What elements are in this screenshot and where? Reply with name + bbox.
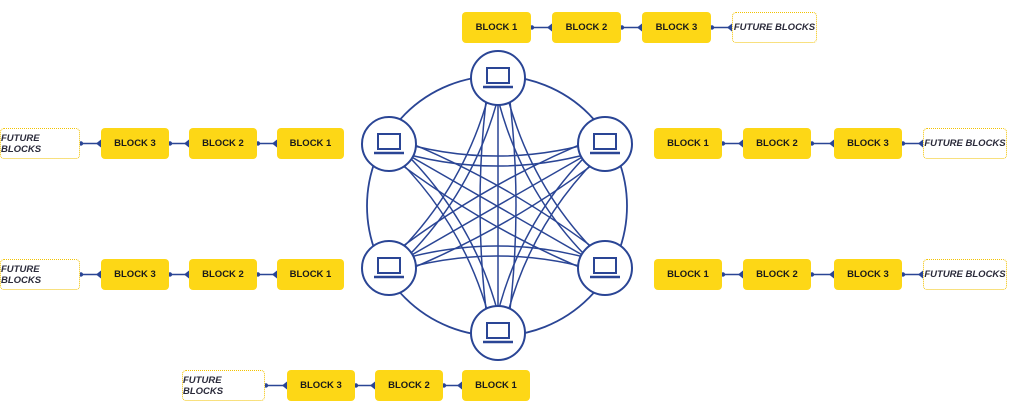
- block: BLOCK 2: [743, 259, 811, 290]
- block: BLOCK 2: [552, 12, 621, 43]
- link-arrow-icon: [918, 139, 923, 148]
- link-arrow-icon: [272, 270, 277, 279]
- laptop-icon: [593, 257, 617, 274]
- peer-connection: [501, 75, 610, 267]
- peer-connection: [506, 77, 517, 334]
- link-arrow-icon: [918, 270, 923, 279]
- link-arrow-icon: [738, 139, 743, 148]
- link-arrow-icon: [738, 270, 743, 279]
- block: BLOCK 3: [287, 370, 355, 401]
- future-blocks: FUTURE BLOCKS: [923, 259, 1007, 290]
- laptop-icon: [593, 133, 617, 150]
- peer-connection: [384, 151, 601, 277]
- peer-node: [577, 116, 633, 172]
- link-arrow-icon: [96, 139, 101, 148]
- peer-connection: [479, 77, 490, 334]
- link-arrow-icon: [727, 23, 732, 32]
- peer-node: [470, 305, 526, 361]
- link-arrow-icon: [547, 23, 552, 32]
- future-blocks: FUTURE BLOCKS: [182, 370, 265, 401]
- block: BLOCK 2: [743, 128, 811, 159]
- block: BLOCK 1: [277, 259, 344, 290]
- link-arrow-icon: [282, 381, 287, 390]
- link-arrow-icon: [829, 270, 834, 279]
- link-arrow-icon: [184, 139, 189, 148]
- block: BLOCK 1: [654, 128, 722, 159]
- peer-connection: [501, 145, 610, 336]
- block: BLOCK 3: [642, 12, 711, 43]
- block: BLOCK 3: [101, 259, 169, 290]
- laptop-icon: [377, 257, 401, 274]
- future-blocks: FUTURE BLOCKS: [923, 128, 1007, 159]
- peer-node: [361, 116, 417, 172]
- link-arrow-icon: [184, 270, 189, 279]
- block: BLOCK 2: [189, 259, 257, 290]
- peer-connection: [388, 143, 606, 269]
- peer-node: [361, 240, 417, 296]
- peer-connection: [393, 135, 610, 261]
- block: BLOCK 2: [375, 370, 443, 401]
- block: BLOCK 3: [834, 259, 902, 290]
- peer-node: [577, 240, 633, 296]
- link-arrow-icon: [637, 23, 642, 32]
- peer-connection: [388, 148, 606, 167]
- peer-connection: [384, 135, 601, 261]
- link-arrow-icon: [457, 381, 462, 390]
- peer-connection: [492, 140, 602, 331]
- peer-connection: [392, 140, 504, 331]
- laptop-icon: [486, 322, 510, 339]
- future-blocks: FUTURE BLOCKS: [0, 259, 80, 290]
- block: BLOCK 1: [462, 370, 530, 401]
- laptop-icon: [377, 133, 401, 150]
- link-arrow-icon: [96, 270, 101, 279]
- link-arrow-icon: [370, 381, 375, 390]
- link-arrow-icon: [272, 139, 277, 148]
- peer-node: [470, 50, 526, 106]
- future-blocks: FUTURE BLOCKS: [0, 128, 80, 159]
- block: BLOCK 1: [277, 128, 344, 159]
- future-blocks: FUTURE BLOCKS: [732, 12, 817, 43]
- peer-connection: [388, 245, 606, 264]
- peer-connection: [392, 80, 504, 272]
- block: BLOCK 2: [189, 128, 257, 159]
- block: BLOCK 1: [654, 259, 722, 290]
- laptop-icon: [486, 67, 510, 84]
- peer-connection: [492, 80, 602, 272]
- peer-connection: [393, 151, 610, 277]
- block: BLOCK 3: [101, 128, 169, 159]
- block: BLOCK 3: [834, 128, 902, 159]
- link-arrow-icon: [829, 139, 834, 148]
- block: BLOCK 1: [462, 12, 531, 43]
